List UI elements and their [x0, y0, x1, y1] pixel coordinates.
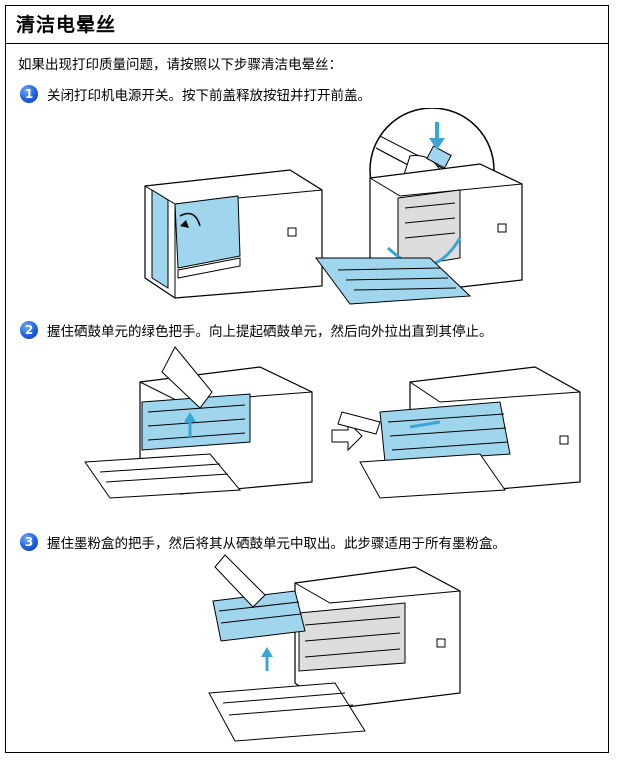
step-number-badge: 1 [20, 85, 38, 103]
step-1-illustration [144, 108, 523, 305]
step-1: 1 关闭打印机电源开关。按下前盖释放按钮并打开前盖。 [20, 84, 371, 104]
page-title: 清洁电晕丝 [16, 14, 117, 36]
printer-drum-pulled [337, 366, 581, 499]
step-text: 握住硒鼓单元的绿色把手。向上提起硒鼓单元，然后向外拉出直到其停止。 [47, 324, 493, 340]
printer-left [144, 169, 323, 299]
title-divider [6, 43, 609, 44]
intro-text: 如果出现打印质量问题，请按照以下步骤清洁电晕丝： [18, 57, 342, 73]
page-frame [5, 5, 609, 753]
step-3: 3 握住墨粉盒的把手，然后将其从硒鼓单元中取出。此步骤适用于所有墨粉盒。 [20, 532, 506, 552]
step-2: 2 握住硒鼓单元的绿色把手。向上提起硒鼓单元，然后向外拉出直到其停止。 [20, 320, 493, 340]
step-text: 关闭打印机电源开关。按下前盖释放按钮并打开前盖。 [47, 88, 371, 104]
step-number-badge: 2 [20, 321, 38, 339]
step-2-illustration [84, 346, 581, 499]
printer-toner-removal [208, 554, 461, 742]
step-number-badge: 3 [20, 533, 38, 551]
pull-direction-arrow [331, 420, 363, 452]
step-text: 握住墨粉盒的把手，然后将其从硒鼓单元中取出。此步骤适用于所有墨粉盒。 [47, 536, 506, 552]
printer-right [315, 163, 523, 305]
printer-drum-lift [84, 346, 313, 499]
step-3-illustration [208, 554, 461, 742]
